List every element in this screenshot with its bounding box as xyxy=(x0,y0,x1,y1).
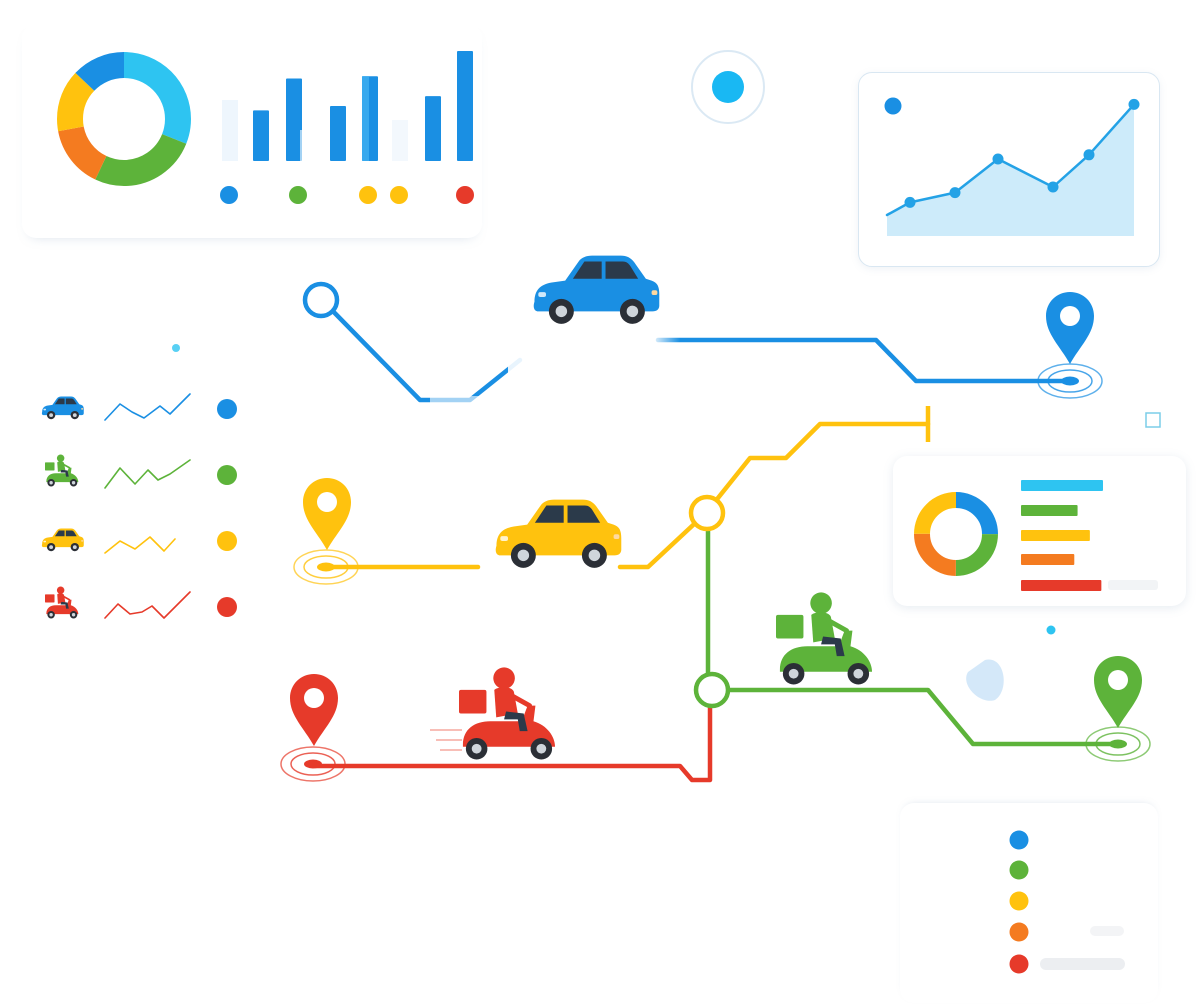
bar xyxy=(253,110,269,161)
bar xyxy=(425,96,441,161)
donut-segment xyxy=(914,492,998,576)
donut-chart-top-left xyxy=(57,52,191,186)
car-icon xyxy=(41,396,84,420)
target-ring-outer xyxy=(1037,363,1103,399)
legend-dot xyxy=(359,186,377,204)
legend-dot xyxy=(220,186,238,204)
target-ring-inner xyxy=(290,752,336,776)
donut-segment xyxy=(914,492,998,576)
donut-segment xyxy=(57,52,191,186)
bar xyxy=(457,51,473,161)
scooter-icon xyxy=(44,585,80,620)
target-dot xyxy=(712,71,744,103)
target-ring-outer xyxy=(293,549,359,585)
legend-list xyxy=(1009,830,1125,974)
blue-car-icon xyxy=(533,255,660,324)
line-chart-area xyxy=(887,104,1134,237)
target-center xyxy=(1109,739,1127,749)
target-ring-outer xyxy=(280,746,346,782)
legend-dot xyxy=(217,531,237,551)
route-fade xyxy=(650,334,680,346)
green-scooter-icon xyxy=(776,592,872,684)
legend-dot xyxy=(1009,830,1029,850)
legend-row xyxy=(41,528,237,552)
legend-dot xyxy=(289,186,307,204)
summary-bar xyxy=(1021,580,1102,591)
bar-ghost xyxy=(392,120,408,161)
route-fade xyxy=(430,396,480,406)
donut-segment xyxy=(57,52,191,186)
summary-bar xyxy=(1021,505,1078,516)
yellow-car-icon xyxy=(495,499,622,568)
summary-bar xyxy=(1021,530,1090,541)
decor-dot xyxy=(172,344,180,352)
blue-map-pin-icon xyxy=(1046,292,1094,364)
legend-dot xyxy=(217,597,237,617)
destination-target-blue xyxy=(1037,363,1103,399)
decor-square xyxy=(1145,412,1161,428)
line-chart-line xyxy=(885,103,1136,217)
target-center xyxy=(317,562,335,572)
target-ring xyxy=(691,50,765,124)
legend-row xyxy=(44,585,237,620)
bar-chart-top-left xyxy=(220,51,474,204)
legend-bar-ghost xyxy=(1090,926,1124,936)
red-scooter-icon xyxy=(459,667,555,759)
summary-bar xyxy=(1021,554,1075,565)
donut-segment xyxy=(57,52,191,186)
green-route-segment xyxy=(705,510,1123,747)
legend-dot xyxy=(884,97,902,115)
origin-target-red xyxy=(280,746,346,782)
decor-blob xyxy=(966,659,1004,701)
legend-dot xyxy=(217,465,237,485)
summary-bar-ghost xyxy=(1108,580,1158,590)
bar-highlight xyxy=(300,130,310,161)
green-map-pin-icon xyxy=(1094,656,1142,728)
car-icon xyxy=(41,528,84,552)
legend-dot xyxy=(390,186,408,204)
legend-dot xyxy=(1009,954,1029,974)
legend-dot xyxy=(1009,860,1029,880)
route-junction-node xyxy=(688,494,726,532)
red-route-segment xyxy=(312,689,713,783)
decor-dot xyxy=(1046,625,1056,635)
legend-dot xyxy=(1009,891,1029,911)
legend-dot xyxy=(217,399,237,419)
scooter-icon xyxy=(44,453,80,488)
location-target-icon xyxy=(691,50,765,124)
donut-chart-summary xyxy=(914,492,998,576)
target-center xyxy=(1061,376,1079,386)
sparkline xyxy=(104,459,191,489)
yellow-route-segment xyxy=(617,421,931,570)
sparkline xyxy=(104,536,176,554)
legend-dot xyxy=(1009,922,1029,942)
yellow-map-pin-icon xyxy=(303,478,351,550)
route-start-node xyxy=(302,281,340,319)
red-map-pin-icon xyxy=(290,674,338,746)
target-ring-inner xyxy=(1047,369,1093,393)
route-gap xyxy=(508,352,532,376)
summary-bars xyxy=(1021,480,1158,591)
target-ring-inner xyxy=(303,555,349,579)
sparkline xyxy=(104,591,191,619)
donut-segment xyxy=(914,492,998,576)
bar-highlight xyxy=(362,76,369,161)
bar xyxy=(330,106,346,161)
legend-row xyxy=(44,453,237,488)
sparkline xyxy=(104,393,191,421)
legend-row xyxy=(41,396,237,420)
origin-target-yellow xyxy=(293,549,359,585)
blue-route-segment xyxy=(655,337,1071,384)
target-ring-inner xyxy=(1095,732,1141,756)
bar-ghost xyxy=(222,100,238,161)
legend-bar-ghost xyxy=(1040,958,1125,970)
legend-dot xyxy=(456,186,474,204)
summary-bar xyxy=(1021,480,1103,491)
destination-target-green xyxy=(1085,726,1151,762)
route-junction-node xyxy=(693,671,731,709)
blue-route-segment xyxy=(319,297,523,403)
bar xyxy=(286,78,302,161)
target-center xyxy=(304,759,322,769)
